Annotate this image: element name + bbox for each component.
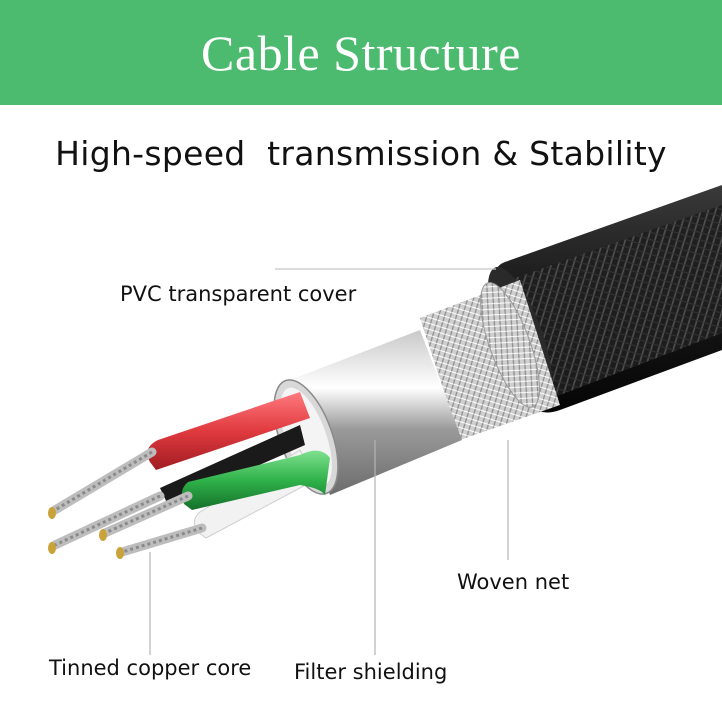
header-banner: Cable Structure bbox=[0, 0, 722, 105]
tinned-copper-core-label: Tinned copper core bbox=[49, 656, 252, 680]
red-wire bbox=[48, 392, 310, 519]
page-title: Cable Structure bbox=[201, 24, 521, 81]
subtitle: High-speed transmission & Stability bbox=[55, 134, 667, 173]
woven-net bbox=[420, 280, 560, 440]
filter-shielding-label: Filter shielding bbox=[294, 660, 448, 684]
woven-net-label: Woven net bbox=[457, 570, 570, 594]
green-wire bbox=[99, 450, 330, 541]
pvc-cover-label: PVC transparent cover bbox=[120, 282, 357, 306]
